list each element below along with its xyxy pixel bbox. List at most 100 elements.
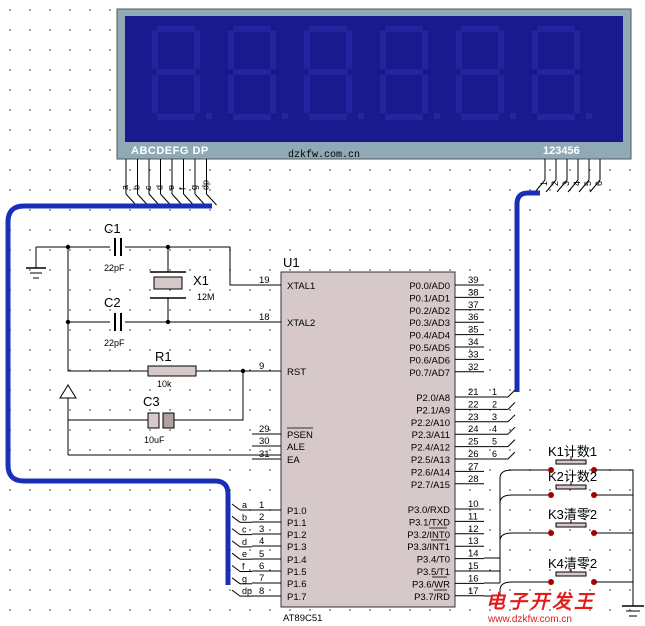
- lcd-segment: [532, 31, 538, 69]
- key-label: K3清零2: [548, 507, 597, 522]
- mcu-pin-number: 32: [468, 362, 479, 373]
- mcu-pin-name: P1.7: [287, 592, 307, 603]
- lcd-segment: [456, 31, 462, 69]
- key-switch[interactable]: K4清零2: [484, 556, 597, 597]
- lcd-dig-pin-label: 2: [550, 181, 560, 186]
- lcd-segment: [574, 31, 580, 69]
- mcu-pin-number: 2: [259, 512, 264, 523]
- crystal-x1[interactable]: X1 12M: [150, 271, 215, 302]
- lcd-segment: [233, 26, 271, 32]
- lcd-digit-labels: 123456: [543, 145, 580, 157]
- resistor-r1[interactable]: R1 10k: [147, 349, 197, 389]
- lcd-seg-pin-tap: [148, 193, 160, 206]
- lcd-seg-pin-tap: [171, 193, 183, 206]
- c2-ref: C2: [104, 295, 121, 310]
- lcd-seg-pin-label: d: [155, 185, 165, 190]
- mcu-pin-name: P3.0/RXD: [408, 505, 450, 516]
- lcd-dig-pin-label: 1: [539, 181, 549, 186]
- key-contact: [548, 492, 554, 498]
- c1-ref: C1: [104, 221, 121, 236]
- mcu-pin-number: 8: [259, 586, 264, 597]
- p1-bus-tap: [231, 552, 241, 560]
- mcu-pin-name: EA: [287, 455, 300, 466]
- mcu-pin-number: 34: [468, 337, 479, 348]
- key-contact: [548, 530, 554, 536]
- lcd-segment: [228, 31, 234, 69]
- mcu-pin-name: PSEN: [287, 430, 313, 441]
- key-label: K1计数1: [548, 444, 597, 459]
- x1-value: 12M: [197, 292, 215, 302]
- p2-bus-label: 3: [492, 412, 497, 422]
- key-switch[interactable]: K1计数1: [484, 444, 597, 559]
- capacitor-c1[interactable]: C1 22pF: [104, 221, 125, 273]
- digit-bus-taps: 123456: [484, 387, 516, 460]
- mcu-pin-name: P1.0: [287, 506, 307, 517]
- lcd-segment: [461, 69, 499, 75]
- x1-ref: X1: [193, 273, 209, 288]
- key-label: K4清零2: [548, 556, 597, 571]
- mcu-u1[interactable]: U1 AT89C51 19XTAL118XTAL29RST29PSEN30ALE…: [252, 255, 484, 624]
- p1-bus-tap: [231, 589, 241, 597]
- p2-bus-tap: [507, 451, 516, 460]
- lcd-segment: [537, 114, 575, 120]
- footer-logo: 电子开发王: [486, 591, 596, 613]
- mcu-pin-number: 22: [468, 399, 479, 410]
- mcu-pin-name: P1.2: [287, 530, 307, 541]
- mcu-pin-name: P3.6/WR: [412, 579, 450, 590]
- lcd-segment: [461, 114, 499, 120]
- digit-bus: [514, 190, 540, 392]
- mcu-pin-number: 11: [468, 511, 478, 522]
- lcd-dp: [206, 113, 212, 119]
- mcu-pin-number: 13: [468, 536, 479, 547]
- mcu-pin-number: 12: [468, 524, 479, 535]
- capacitor-c2[interactable]: C2 22pF: [104, 295, 125, 348]
- p1-bus-label: g: [242, 574, 247, 584]
- capacitor-c3[interactable]: C3 10uF: [143, 394, 175, 445]
- key-switch[interactable]: K2计数2: [484, 469, 597, 572]
- lcd-dp: [510, 113, 516, 119]
- lcd-segment: [309, 114, 347, 120]
- key-actuator: [555, 571, 587, 577]
- p2-bus-tap: [507, 402, 516, 410]
- lcd-segment: [498, 31, 504, 69]
- mcu-pin-number: 26: [468, 449, 479, 460]
- lcd-segment: [194, 75, 200, 113]
- mcu-pin-name: P2.2/A10: [411, 418, 450, 429]
- mcu-pin-name: P2.3/A11: [412, 430, 450, 441]
- mcu-pin-name: P0.2/AD2: [409, 306, 450, 317]
- mcu-pin-name: XTAL1: [287, 281, 315, 292]
- ground-right: [622, 605, 644, 617]
- segment-bus: [5, 203, 231, 585]
- lcd-segment: [233, 69, 271, 75]
- key-contact: [548, 467, 554, 473]
- mcu-pin-number: 38: [468, 287, 479, 298]
- lcd-segment: [380, 31, 386, 69]
- lcd-segment: [152, 31, 158, 69]
- lcd-segment: [152, 75, 158, 113]
- p1-bus-tap: [231, 528, 241, 535]
- mcu-pin-name: P2.5/A13: [411, 455, 450, 466]
- mcu-pin-name: P0.3/AD3: [409, 318, 450, 329]
- p2-bus-label: 5: [492, 437, 497, 447]
- p1-bus-tap: [231, 503, 241, 511]
- lcd-segment: [385, 114, 423, 120]
- mcu-pin-number: 36: [468, 312, 479, 323]
- lcd-seg-pin-label: a: [120, 185, 130, 190]
- lcd-segment: [233, 114, 271, 120]
- lcd-module[interactable]: ABCDEFG DP 123456 dzkfw.com.cn: [116, 8, 632, 161]
- key-switch[interactable]: K3清零2: [484, 507, 597, 584]
- p1-bus-label: f: [242, 562, 245, 572]
- lcd-dig-pin-tap: [578, 179, 590, 193]
- lcd-segment: [309, 69, 347, 75]
- mcu-pin-number: 25: [468, 437, 479, 448]
- c1-value: 22pF: [104, 263, 125, 273]
- lcd-segment: [157, 114, 195, 120]
- mcu-right-pins: 39P0.0/AD038P0.1/AD137P0.2/AD236P0.3/AD3…: [407, 275, 484, 603]
- lcd-segment: [194, 31, 200, 69]
- lcd-dig-pin-tap: [534, 179, 546, 193]
- key-contact: [591, 530, 597, 536]
- lcd-seg-pin-label: c: [143, 185, 153, 190]
- mcu-pin-number: 28: [468, 474, 479, 485]
- lcd-segment: [456, 75, 462, 113]
